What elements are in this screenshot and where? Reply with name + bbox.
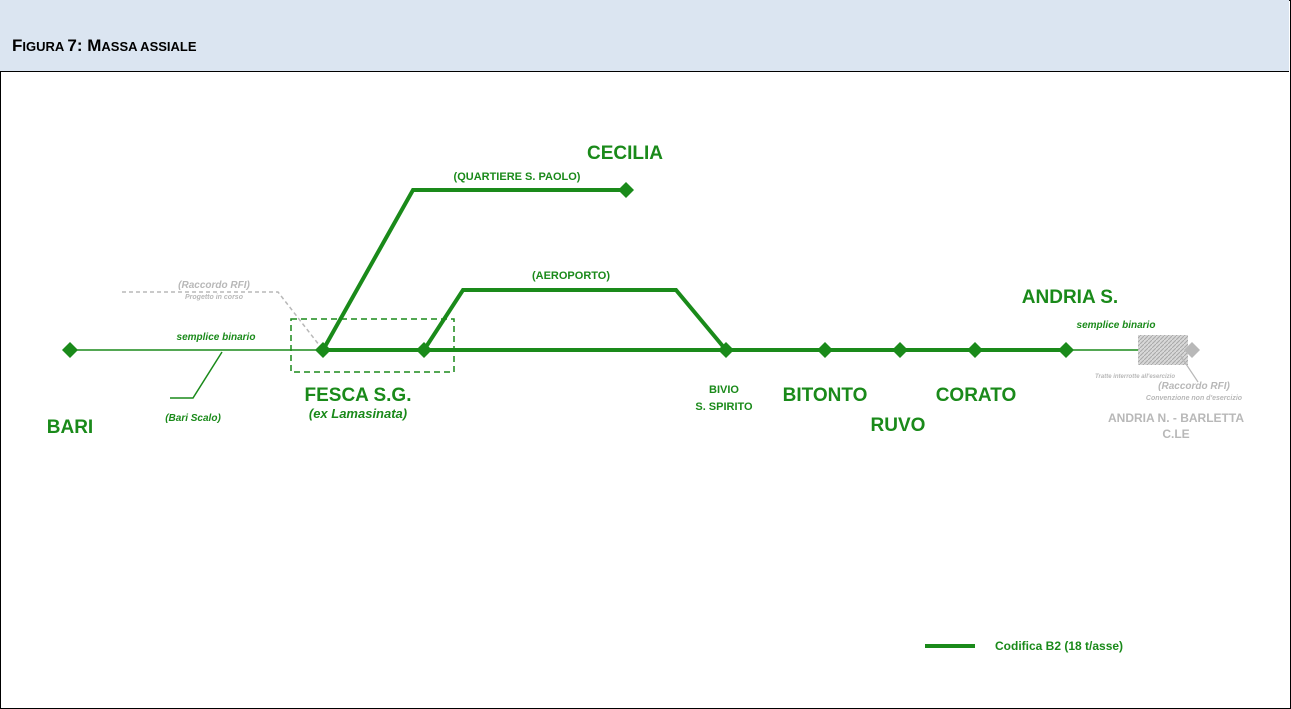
figure-title: FIGURA 7: MASSA ASSIALE (12, 36, 197, 56)
label-bari: BARI (47, 417, 93, 438)
title-part: F (12, 36, 23, 55)
label-bitonto: BITONTO (783, 385, 868, 406)
label-andria-n-line2: C.LE (1162, 427, 1189, 441)
note-semplice-binario-right: semplice binario (1077, 320, 1156, 331)
interrupted-leader-line (1179, 354, 1199, 383)
label-fesca-sub: (ex Lamasinata) (309, 406, 407, 421)
station-marker-bitonto (817, 342, 833, 358)
note-semplice-binario-left: semplice binario (177, 332, 256, 343)
station-marker-ruvo (892, 342, 908, 358)
figure-header: FIGURA 7: MASSA ASSIALE (0, 0, 1289, 72)
label-aeroporto: (AEROPORTO) (532, 270, 610, 282)
track-aeroporto-loop (422, 288, 728, 352)
interrupted-section (1138, 335, 1188, 365)
station-marker-fesca (315, 342, 331, 358)
station-marker-fesca-junction (416, 342, 432, 358)
label-andria-s: ANDRIA S. (1022, 287, 1118, 308)
track-cecilia-branch (321, 188, 626, 351)
station-marker-cecilia (618, 182, 634, 198)
note-tratte-interrotte: Tratte interrotte all'esercizio (1095, 374, 1175, 380)
note-progetto-in-corso: Progetto in corso (185, 294, 244, 301)
title-part: ASSA ASSIALE (101, 39, 197, 54)
fesca-area-box (290, 318, 455, 373)
label-quartiere: (QUARTIERE S. PAOLO) (454, 171, 581, 183)
label-bivio-line2: S. SPIRITO (695, 401, 753, 413)
station-marker-andria-n (1184, 342, 1200, 358)
track-bari-scalo (170, 351, 223, 399)
station-marker-andria-s (1058, 342, 1074, 358)
label-cecilia: CECILIA (587, 143, 663, 164)
track-raccordo-rfi-left (122, 291, 324, 351)
title-part: 7: M (67, 36, 102, 55)
label-bari-scalo: (Bari Scalo) (165, 413, 221, 424)
label-fesca: FESCA S.G. (305, 385, 412, 406)
label-bivio-line1: BIVIO (709, 384, 739, 396)
legend-label: Codifica B2 (18 t/asse) (995, 639, 1123, 653)
label-andria-n-line1: ANDRIA N. - BARLETTA (1108, 411, 1244, 425)
label-ruvo: RUVO (871, 415, 926, 436)
note-raccordo-rfi-right: (Raccordo RFI) (1158, 381, 1230, 392)
station-marker-bivio (718, 342, 734, 358)
title-part: IGURA (22, 39, 68, 54)
note-convenzione: Convenzione non d'esercizio (1146, 395, 1243, 402)
station-marker-corato (967, 342, 983, 358)
label-corato: CORATO (936, 385, 1017, 406)
station-marker-bari (62, 342, 78, 358)
note-raccordo-rfi-left: (Raccordo RFI) (178, 280, 250, 291)
